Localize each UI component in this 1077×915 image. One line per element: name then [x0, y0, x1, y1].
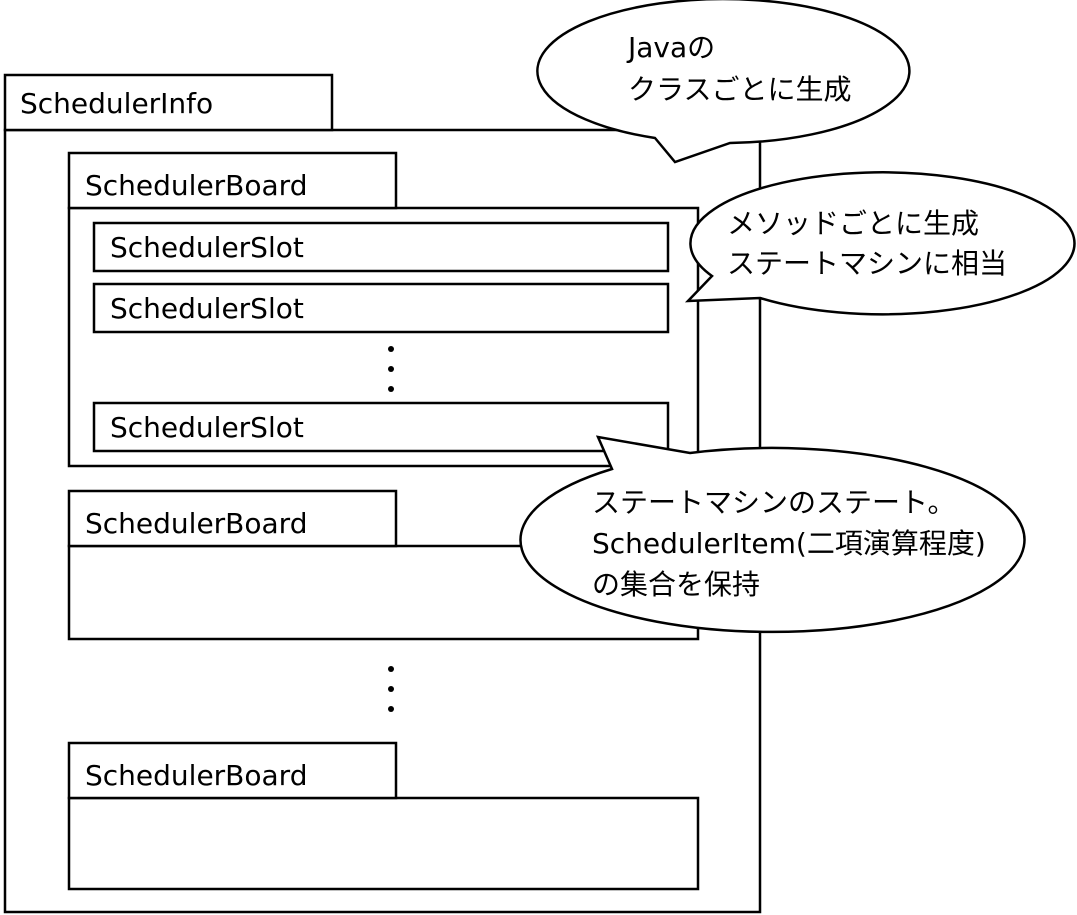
scheduler-slot-label: SchedulerSlot: [110, 411, 304, 444]
ellipsis-dot: [388, 366, 394, 372]
ellipsis-dot: [388, 386, 394, 392]
board-ellipsis-dots: [388, 666, 394, 712]
scheduler-slot-1: [92, 221, 670, 273]
callout-text: Javaの: [626, 31, 715, 64]
scheduler-slot-3: [92, 401, 670, 453]
callout-text: クラスごとに生成: [628, 73, 851, 106]
scheduler-slot-label: SchedulerSlot: [110, 231, 304, 264]
scheduler-board-label: SchedulerBoard: [85, 169, 307, 202]
ellipsis-dot: [388, 346, 394, 352]
slot-ellipsis-dots: [388, 346, 394, 392]
callout-text: SchedulerItem(二項演算程度): [592, 527, 986, 560]
scheduler-board-label: SchedulerBoard: [85, 507, 307, 540]
callout-bubble: [684, 171, 1076, 316]
callout-method: メソッドごとに生成 ステートマシンに相当: [684, 171, 1076, 316]
scheduler-board-1: SchedulerBoard SchedulerSlot SchedulerSl…: [67, 151, 700, 468]
ellipsis-dot: [388, 706, 394, 712]
scheduler-board-tab: [67, 741, 398, 800]
callout-class: Javaの クラスごとに生成: [536, 0, 911, 164]
ellipsis-dot: [388, 686, 394, 692]
callout-text: ステートマシンのステート。: [592, 486, 955, 519]
callout-text: の集合を保持: [592, 568, 760, 601]
callout-bubble: [536, 0, 911, 164]
scheduler-board-3: SchedulerBoard: [67, 741, 700, 891]
scheduler-info-label: SchedulerInfo: [20, 87, 213, 120]
scheduler-board-tab: [67, 489, 398, 548]
scheduler-info-tab: [3, 73, 334, 132]
ellipsis-dot: [388, 666, 394, 672]
callout-text: メソッドごとに生成: [727, 207, 979, 240]
callout-bubble: [519, 435, 1026, 634]
scheduler-board-body: [67, 796, 700, 891]
callout-slot: ステートマシンのステート。 SchedulerItem(二項演算程度) の集合を…: [519, 435, 1026, 634]
scheduler-board-tab: [67, 151, 398, 210]
scheduler-board-label: SchedulerBoard: [85, 759, 307, 792]
scheduler-slot-label: SchedulerSlot: [110, 292, 304, 325]
callout-text: ステートマシンに相当: [727, 247, 1007, 280]
scheduler-slot-2: [92, 282, 670, 334]
